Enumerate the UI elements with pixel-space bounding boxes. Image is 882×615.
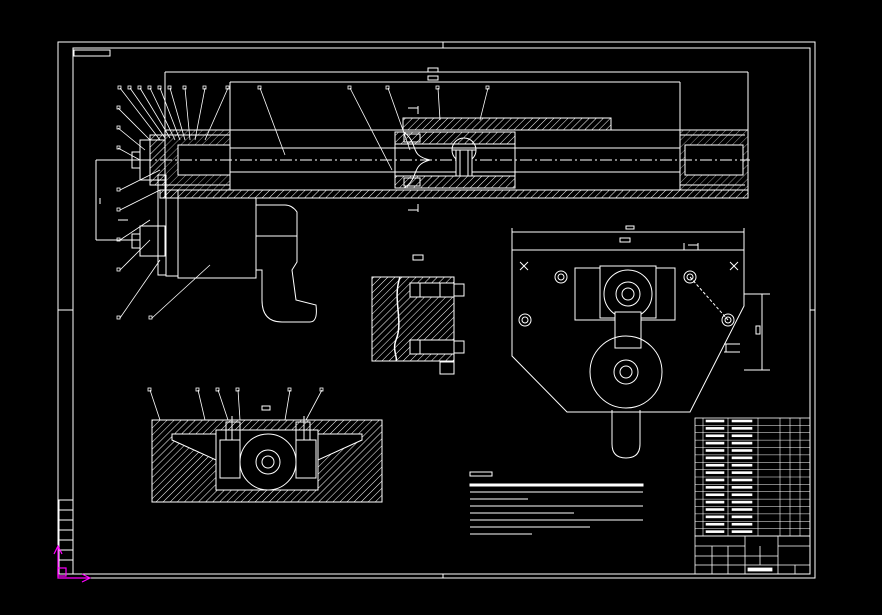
balloon-marks-top — [116, 85, 490, 320]
parts-cell-text — [705, 500, 725, 504]
parts-cell-text — [705, 522, 725, 526]
parts-cell-text — [705, 471, 725, 474]
parts-cell-text — [705, 493, 725, 497]
parts-cell-text — [705, 508, 725, 511]
parts-cell-text — [705, 530, 725, 533]
end-elevation-view[interactable] — [511, 225, 770, 459]
top-section-view[interactable] — [95, 67, 750, 241]
parts-cell-text — [705, 486, 725, 489]
parts-list-rows — [695, 418, 810, 536]
parts-cell-text — [705, 463, 725, 467]
parts-cell-text — [705, 427, 725, 430]
parts-cell-text — [705, 515, 725, 519]
leader-lines-top — [117, 87, 489, 319]
parts-cell-text — [731, 515, 753, 519]
margin-stamp — [58, 499, 74, 575]
parts-cell-text — [731, 493, 753, 497]
ucs-axis-icon — [53, 544, 92, 583]
parts-cell-text — [731, 427, 753, 430]
sheet-border — [57, 41, 816, 579]
parts-cell-text — [731, 471, 753, 474]
parts-cell-text — [731, 486, 753, 489]
technical-requirements — [469, 471, 644, 535]
bottom-section-view[interactable] — [151, 405, 383, 503]
parts-cell-text — [731, 434, 753, 438]
side-gearmotor-view[interactable] — [99, 174, 317, 323]
parts-cell-text — [705, 456, 725, 460]
parts-cell-text — [731, 478, 753, 482]
title-block[interactable] — [694, 535, 811, 575]
parts-cell-text — [705, 478, 725, 482]
leader-lines-bottom — [147, 387, 324, 421]
parts-cell-text — [731, 530, 753, 533]
parts-cell-text — [705, 449, 725, 452]
parts-cell-text — [705, 419, 725, 423]
parts-cell-text — [731, 449, 753, 452]
parts-cell-text — [705, 441, 725, 445]
parts-cell-text — [705, 434, 725, 438]
parts-cell-text — [731, 456, 753, 460]
parts-cell-text — [731, 441, 753, 445]
parts-cell-text — [731, 522, 753, 526]
parts-cell-text — [731, 508, 753, 511]
parts-cell-text — [731, 419, 753, 423]
parts-cell-text — [731, 500, 753, 504]
parts-cell-text — [731, 463, 753, 467]
detail-section-view[interactable] — [371, 254, 465, 375]
